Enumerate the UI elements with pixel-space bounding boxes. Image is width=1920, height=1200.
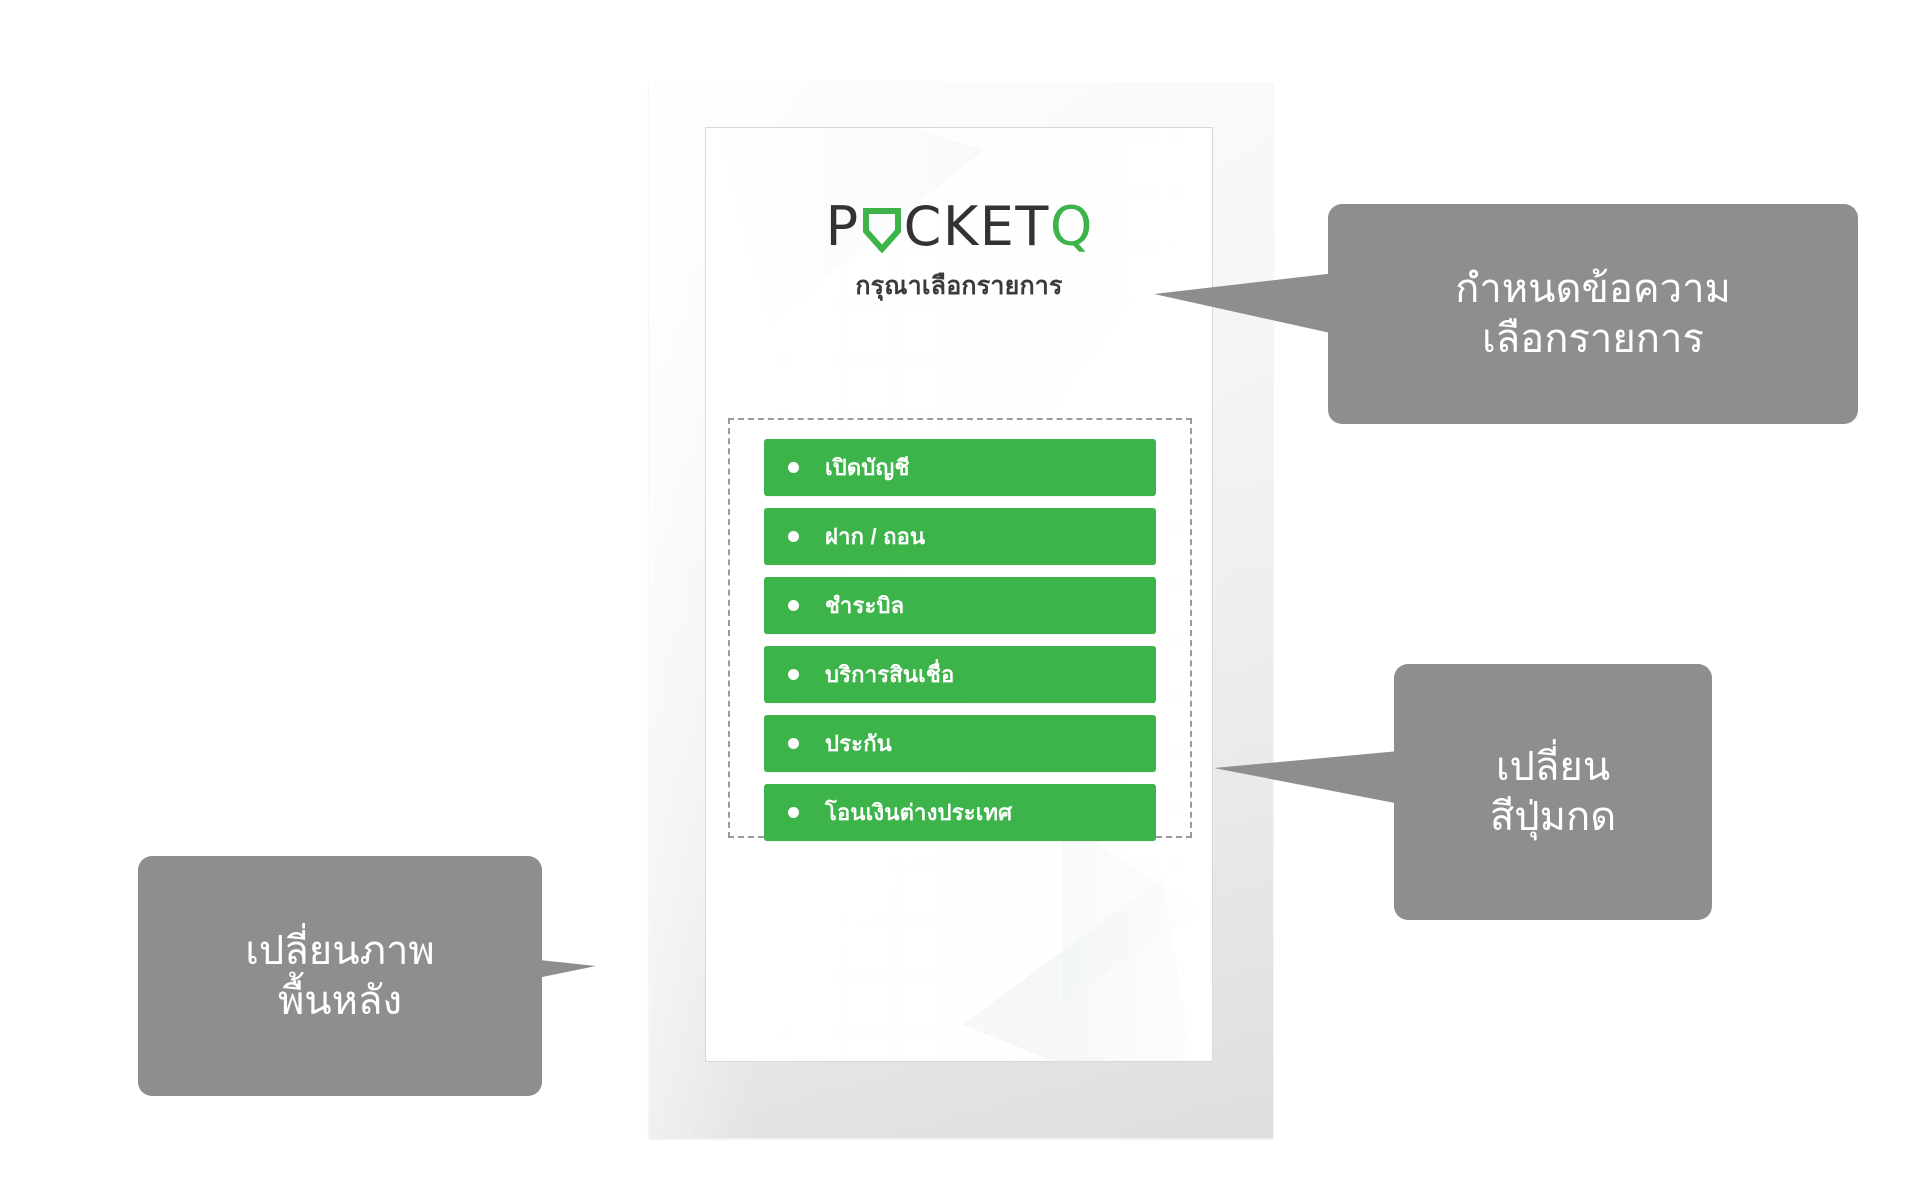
callout-button-color-line2: สีปุ่มกด [1489, 795, 1617, 839]
screen-subtitle: กรุณาเลือกรายการ [855, 272, 1063, 300]
menu-list: เปิดบัญชี ฝาก / ถอน ชำระบิล บริการสินเชื… [764, 439, 1156, 841]
callout-message-lines: กำหนดข้อความ เลือกรายการ [1455, 264, 1731, 365]
screen-content: P CKET Q กรุณาเลือกรายการ [706, 128, 1212, 1061]
bullet-icon [788, 807, 799, 818]
kiosk-frame: P CKET Q กรุณาเลือกรายการ [649, 82, 1273, 1138]
menu-button-international-transfer[interactable]: โอนเงินต่างประเทศ [764, 784, 1156, 841]
callout-background-line1: เปลี่ยนภาพ [245, 928, 435, 973]
bullet-icon [788, 531, 799, 542]
logo-text-part1: P [825, 195, 860, 258]
menu-button-label: ประกัน [825, 731, 892, 756]
menu-button-loan-service[interactable]: บริการสินเชื่อ [764, 646, 1156, 703]
callout-arrow-message [1154, 272, 1344, 336]
bullet-icon [788, 738, 799, 749]
callout-background-line2: พื้นหลัง [277, 979, 403, 1023]
brand-logo: P CKET Q กรุณาเลือกรายการ [706, 200, 1212, 306]
callout-message-line2: เลือกรายการ [1482, 317, 1704, 361]
menu-button-pay-bill[interactable]: ชำระบิล [764, 577, 1156, 634]
logo-wordmark: P CKET Q [825, 195, 1093, 258]
menu-button-label: ฝาก / ถอน [825, 524, 926, 549]
callout-background-image: เปลี่ยนภาพ พื้นหลัง [138, 856, 542, 1096]
menu-button-label: บริการสินเชื่อ [825, 662, 955, 687]
callout-message-text: กำหนดข้อความ เลือกรายการ [1328, 204, 1858, 424]
callout-arrow-button-color [1214, 750, 1410, 806]
callout-button-color-lines: เปลี่ยน สีปุ่มกด [1490, 742, 1616, 843]
callout-background-lines: เปลี่ยนภาพ พื้นหลัง [245, 926, 435, 1027]
menu-button-label: โอนเงินต่างประเทศ [825, 800, 1013, 825]
bullet-icon [788, 669, 799, 680]
callout-message-line1: กำหนดข้อความ [1455, 266, 1731, 311]
bullet-icon [788, 462, 799, 473]
menu-button-insurance[interactable]: ประกัน [764, 715, 1156, 772]
menu-button-label: ชำระบิล [825, 593, 905, 618]
callout-button-color-line1: เปลี่ยน [1495, 744, 1611, 789]
kiosk-screen: P CKET Q กรุณาเลือกรายการ [705, 127, 1213, 1062]
shield-icon [862, 207, 902, 254]
menu-button-label: เปิดบัญชี [825, 455, 910, 480]
callout-button-color: เปลี่ยน สีปุ่มกด [1394, 664, 1712, 920]
logo-text-q: Q [1049, 195, 1093, 258]
bullet-icon [788, 600, 799, 611]
menu-button-open-account[interactable]: เปิดบัญชี [764, 439, 1156, 496]
logo-text-part2: CKET [903, 195, 1050, 258]
menu-button-deposit-withdraw[interactable]: ฝาก / ถอน [764, 508, 1156, 565]
